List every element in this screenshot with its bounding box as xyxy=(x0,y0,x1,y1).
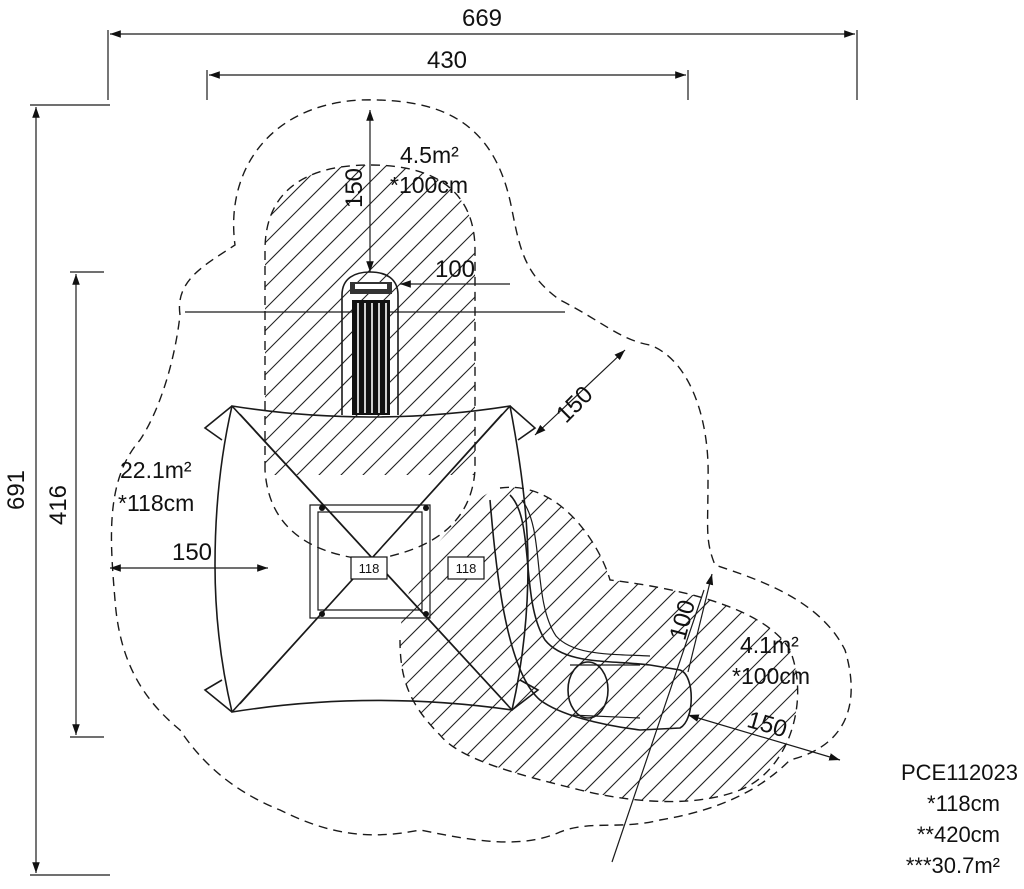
overall-height-label: 691 xyxy=(3,470,30,510)
tower-slide xyxy=(341,271,399,415)
platform-right: 118 xyxy=(447,556,485,580)
product-length: **420cm xyxy=(917,822,1000,847)
platform-right-label: 118 xyxy=(456,561,477,576)
platform-center: 118 xyxy=(350,556,388,580)
slide-area-label: 4.1m² xyxy=(740,632,799,658)
dim-structure-width xyxy=(206,70,689,100)
deck-frame xyxy=(309,504,431,619)
dim-slide-clearance xyxy=(687,573,714,673)
slide-hatch-zone xyxy=(400,487,798,802)
slide-end-clearance-label: 150 xyxy=(744,706,790,743)
slide-clearance-ext xyxy=(611,589,705,863)
product-code: PCE112023 xyxy=(901,760,1018,785)
main-area-label: 22.1m² xyxy=(120,457,192,483)
overall-width-label: 669 xyxy=(462,5,502,32)
dim-structure-height xyxy=(70,271,104,738)
left-clearance-label: 150 xyxy=(172,539,212,566)
top-zone-outline xyxy=(264,164,476,561)
structure-height-label: 416 xyxy=(45,485,72,525)
top-clearance-label: 150 xyxy=(341,168,368,208)
top-height-label: *100cm xyxy=(390,172,468,198)
dim-diag-clearance xyxy=(534,349,626,436)
dim-overall-height xyxy=(30,104,110,876)
top-hatch-zone xyxy=(265,165,475,475)
slide-zone-outline xyxy=(399,486,799,803)
slide-height-label: *100cm xyxy=(732,663,810,689)
product-height: *118cm xyxy=(927,791,1000,816)
diag-clearance-label: 150 xyxy=(551,381,598,428)
curved-slide xyxy=(489,494,692,731)
dim-overall-width xyxy=(107,30,858,100)
main-height-label: *118cm xyxy=(118,490,194,516)
top-offset-label: 100 xyxy=(435,256,475,283)
platform-center-label: 118 xyxy=(359,561,380,576)
product-area: ***30.7m² xyxy=(906,853,1000,878)
top-area-label: 4.5m² xyxy=(400,142,459,168)
structure-width-label: 430 xyxy=(427,47,467,74)
dim-slide-end-clearance xyxy=(687,714,841,761)
